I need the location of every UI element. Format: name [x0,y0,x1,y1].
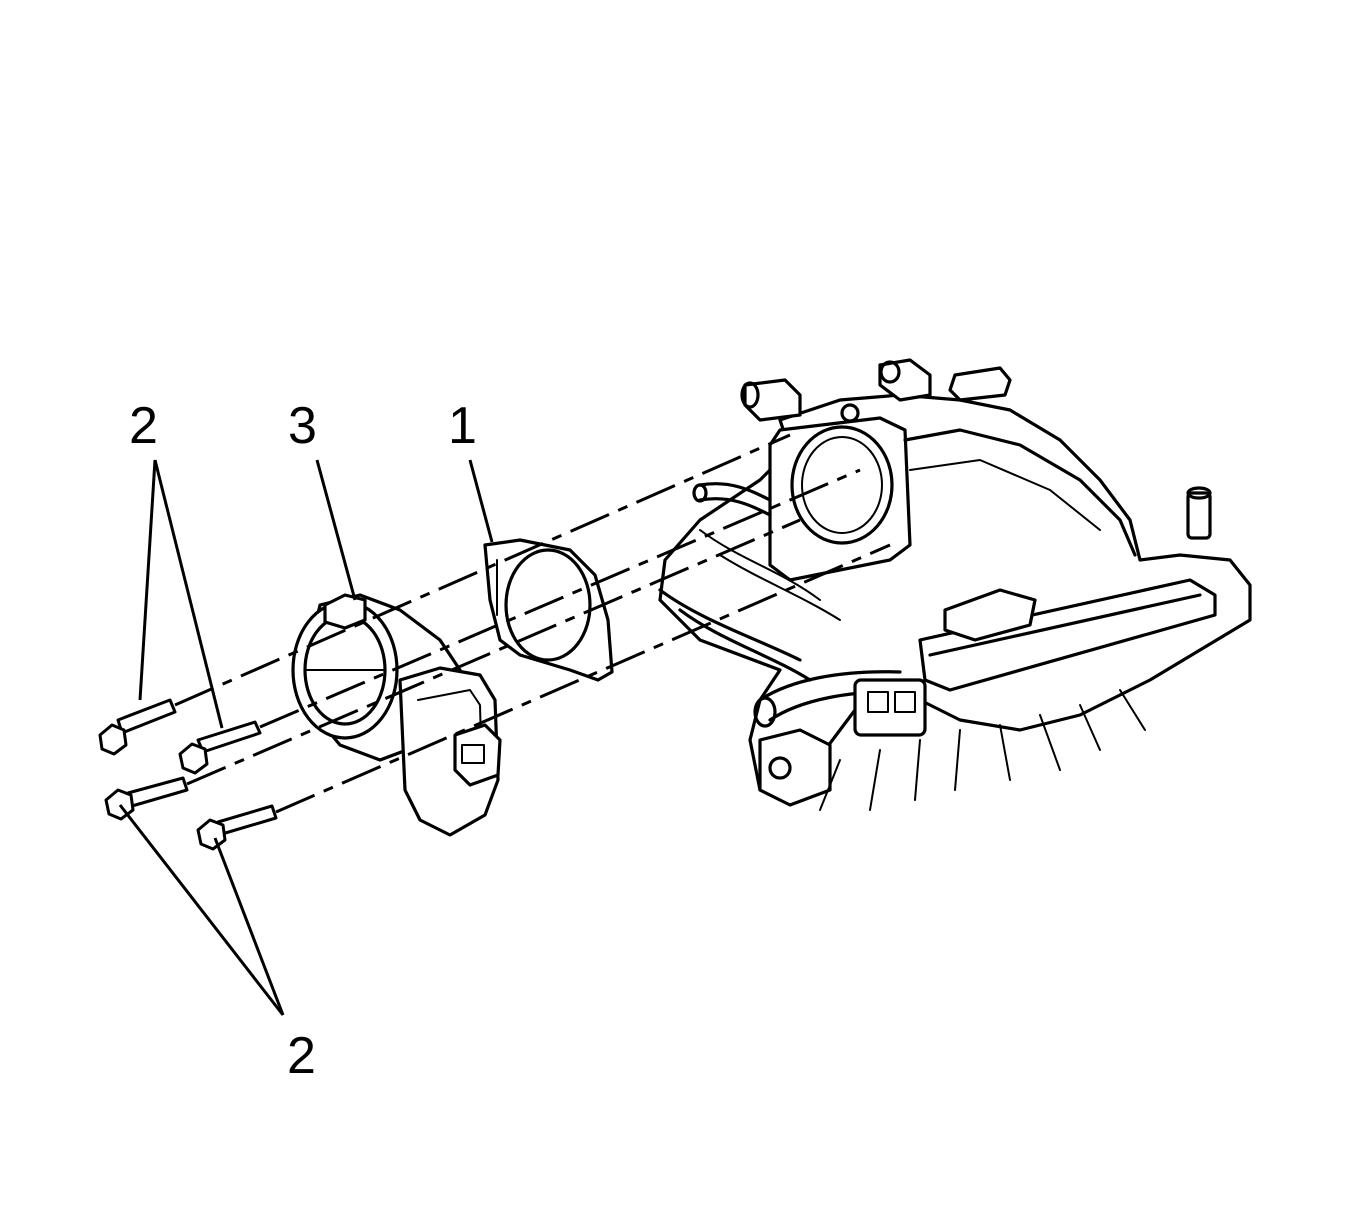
throttle-body [291,593,502,837]
bolt-lower-right [196,804,278,851]
intake-manifold [658,358,1252,811]
callout-bolts-upper: 2 [129,397,158,455]
callout-bolts-lower: 2 [287,1027,316,1085]
callout-gasket: 1 [448,397,477,455]
bolt-upper-left [98,698,177,756]
bolt-upper-right [178,720,262,775]
throttle-body-gasket [483,538,614,682]
alignment-lines [174,433,891,814]
leader-lines [118,459,494,1016]
bolt-lower-left [104,776,189,821]
callout-throttle-body: 3 [288,397,317,455]
